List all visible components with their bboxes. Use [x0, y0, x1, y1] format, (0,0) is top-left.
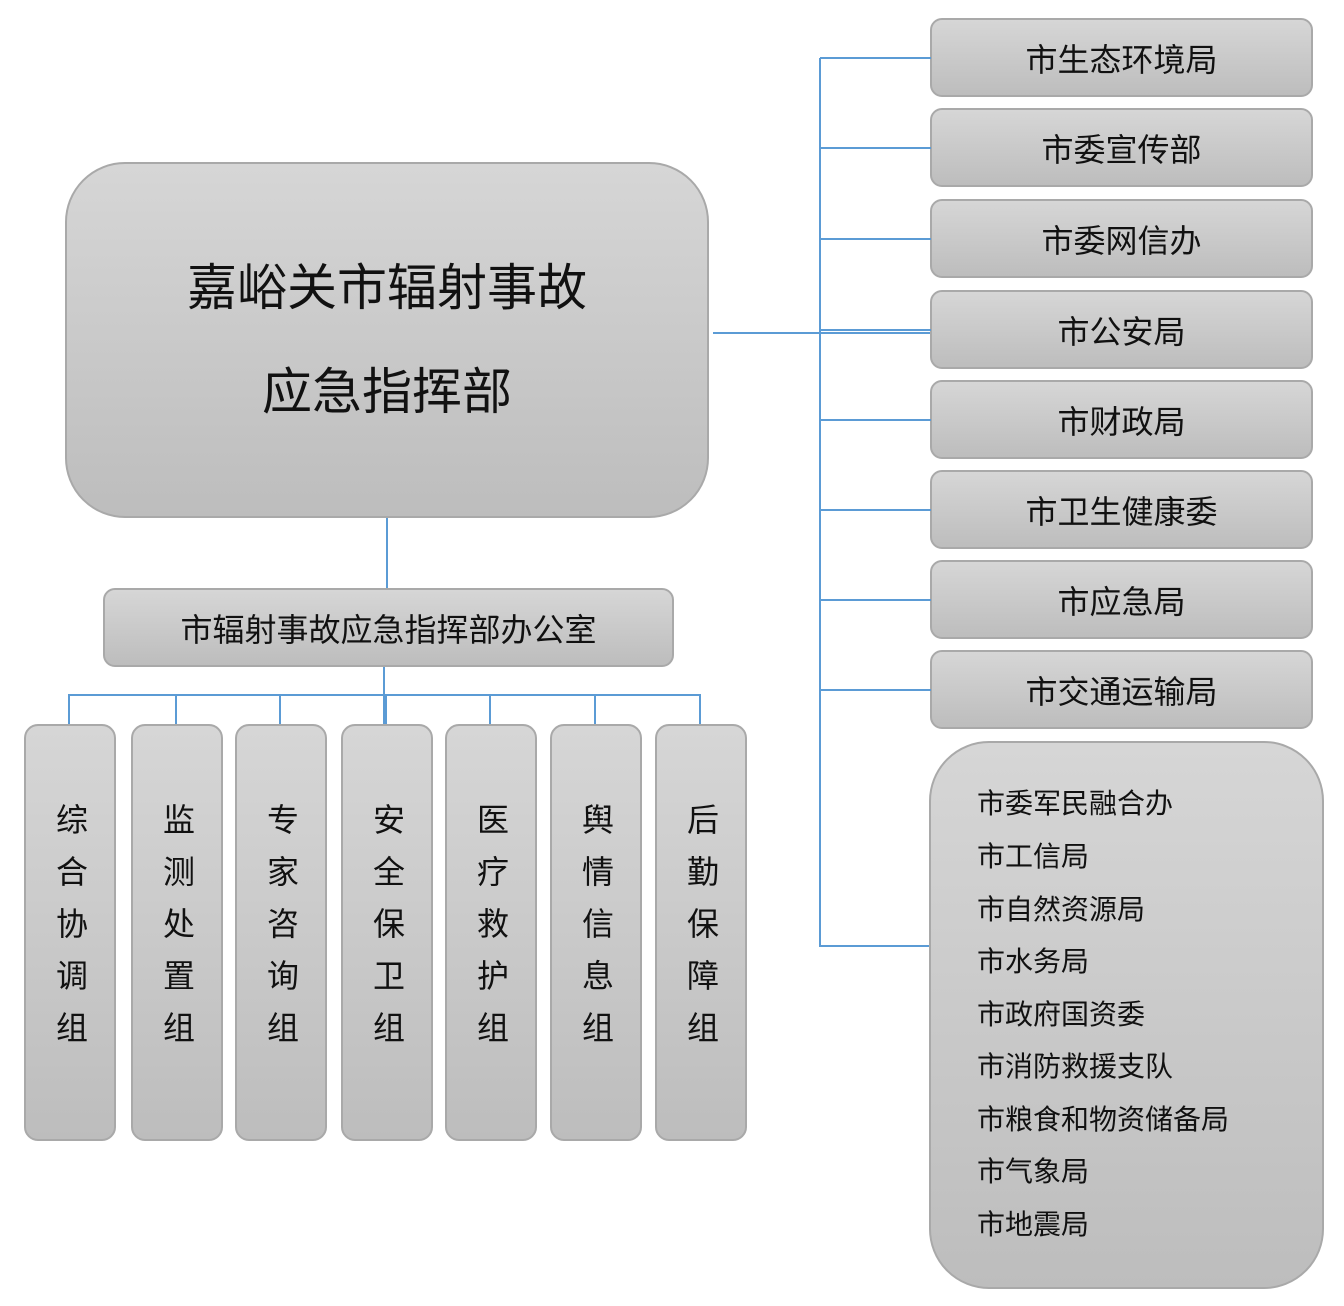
group-box: 医疗救护组 — [445, 724, 537, 1141]
connector-main-right — [713, 332, 931, 334]
member-unit-box: 市委宣传部 — [930, 108, 1313, 187]
headquarters-title-line1: 嘉峪关市辐射事故 — [187, 259, 587, 317]
connector-unit — [820, 599, 931, 601]
connector-group — [489, 694, 491, 724]
connector-other-units — [820, 945, 930, 947]
connector-unit — [820, 509, 931, 511]
member-unit-box: 市应急局 — [930, 560, 1313, 639]
other-unit: 市政府国资委 — [977, 997, 1146, 1031]
other-unit: 市委军民融合办 — [977, 787, 1174, 821]
group-box: 监测处置组 — [131, 724, 223, 1141]
other-unit: 市地震局 — [977, 1208, 1090, 1242]
member-unit-box: 市生态环境局 — [930, 18, 1313, 97]
other-unit: 市工信局 — [977, 839, 1090, 873]
group-box: 舆情信息组 — [550, 724, 642, 1141]
connector-group — [699, 694, 701, 724]
member-unit-box: 市委网信办 — [930, 199, 1313, 278]
other-unit: 市水务局 — [977, 945, 1090, 979]
connector-unit — [820, 238, 931, 240]
connector-unit — [820, 689, 931, 691]
connector-group — [68, 694, 70, 724]
other-unit: 市消防救援支队 — [977, 1050, 1174, 1084]
group-box: 安全保卫组 — [341, 724, 433, 1141]
headquarters-box: 嘉峪关市辐射事故 应急指挥部 — [65, 162, 709, 518]
connector-group — [594, 694, 596, 724]
connector-unit — [820, 329, 931, 331]
connector-groups-bar — [68, 694, 699, 696]
member-unit-box: 市交通运输局 — [930, 650, 1313, 729]
connector-unit — [820, 147, 931, 149]
office-box: 市辐射事故应急指挥部办公室 — [103, 588, 674, 667]
connector-group — [385, 694, 387, 724]
other-unit: 市气象局 — [977, 1155, 1090, 1189]
other-units-box: 市委军民融合办 市工信局 市自然资源局 市水务局 市政府国资委 市消防救援支队 … — [929, 741, 1324, 1289]
group-box: 专家咨询组 — [235, 724, 327, 1141]
connector-right-spine — [819, 58, 821, 947]
connector-unit — [820, 419, 931, 421]
other-unit: 市自然资源局 — [977, 892, 1146, 926]
member-unit-box: 市卫生健康委 — [930, 470, 1313, 549]
member-unit-box: 市财政局 — [930, 380, 1313, 459]
headquarters-title-line2: 应急指挥部 — [262, 363, 512, 421]
group-box: 综合协调组 — [24, 724, 116, 1141]
connector-main-office — [386, 518, 388, 588]
connector-group — [279, 694, 281, 724]
connector-group — [175, 694, 177, 724]
connector-unit — [820, 57, 931, 59]
member-unit-box: 市公安局 — [930, 290, 1313, 369]
other-unit: 市粮食和物资储备局 — [977, 1102, 1230, 1136]
group-box: 后勤保障组 — [655, 724, 747, 1141]
